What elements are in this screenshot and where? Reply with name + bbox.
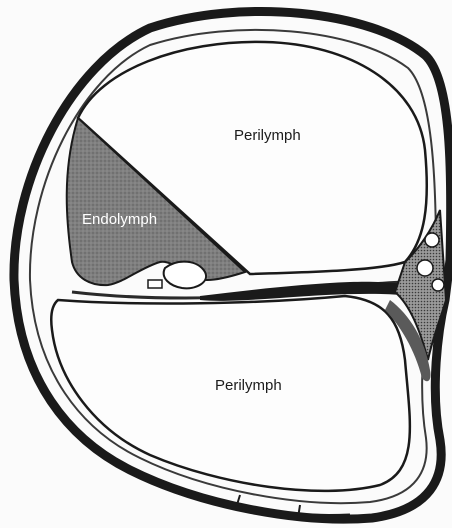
upper-perilymph-label: Perilymph xyxy=(234,127,301,144)
lower-perilymph-label: Perilymph xyxy=(215,377,282,394)
organ-small-block xyxy=(148,280,162,288)
cell-circle xyxy=(425,233,439,247)
cell-circle xyxy=(432,279,444,291)
organ-structure xyxy=(164,262,206,289)
endolymph-label: Endolymph xyxy=(82,211,157,228)
cell-circle xyxy=(417,260,433,276)
